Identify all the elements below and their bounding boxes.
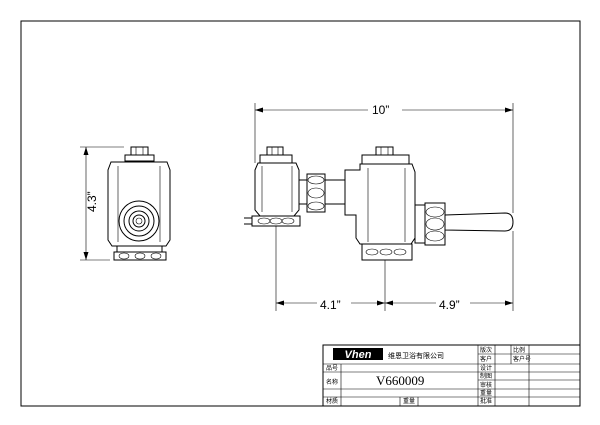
model-number: V660009 xyxy=(376,373,424,388)
height-dimension: 4.3” xyxy=(80,146,124,261)
label-scale: 比例 xyxy=(513,346,525,354)
label-customer: 客户 xyxy=(480,355,492,363)
height-dimension-text: 4.3” xyxy=(85,191,99,212)
label-customer-no: 客户号 xyxy=(513,355,531,363)
label-design: 设计 xyxy=(480,364,492,372)
sheet-border xyxy=(20,20,581,407)
title-block: Vhen 维恩卫浴有限公司 版次 比例 客户 客户号 设计 制图 审核 重量 批… xyxy=(322,344,581,407)
offset-dimensions: 4.1” 4.9” xyxy=(275,226,514,312)
label-drafting: 制图 xyxy=(480,372,492,380)
label-review: 审核 xyxy=(480,381,492,389)
label-item-no: 品号 xyxy=(326,365,338,372)
label-version: 版次 xyxy=(480,346,492,354)
side-view xyxy=(107,146,171,261)
right-offset-text: 4.9” xyxy=(439,298,460,312)
width-dimension: 10” xyxy=(254,100,514,213)
brand-name: Vhen xyxy=(345,349,372,361)
label-approve: 批准 xyxy=(480,397,492,405)
front-view xyxy=(244,146,514,261)
company-name: 维恩卫浴有限公司 xyxy=(388,351,444,360)
width-dimension-text: 10” xyxy=(372,103,389,117)
left-offset-text: 4.1” xyxy=(320,298,341,312)
label-weight: 重量 xyxy=(403,397,415,405)
vhen-logo: Vhen xyxy=(333,348,383,361)
label-name: 名称 xyxy=(326,378,338,386)
label-material: 材质 xyxy=(326,397,338,405)
label-weight-right: 重量 xyxy=(480,389,492,397)
